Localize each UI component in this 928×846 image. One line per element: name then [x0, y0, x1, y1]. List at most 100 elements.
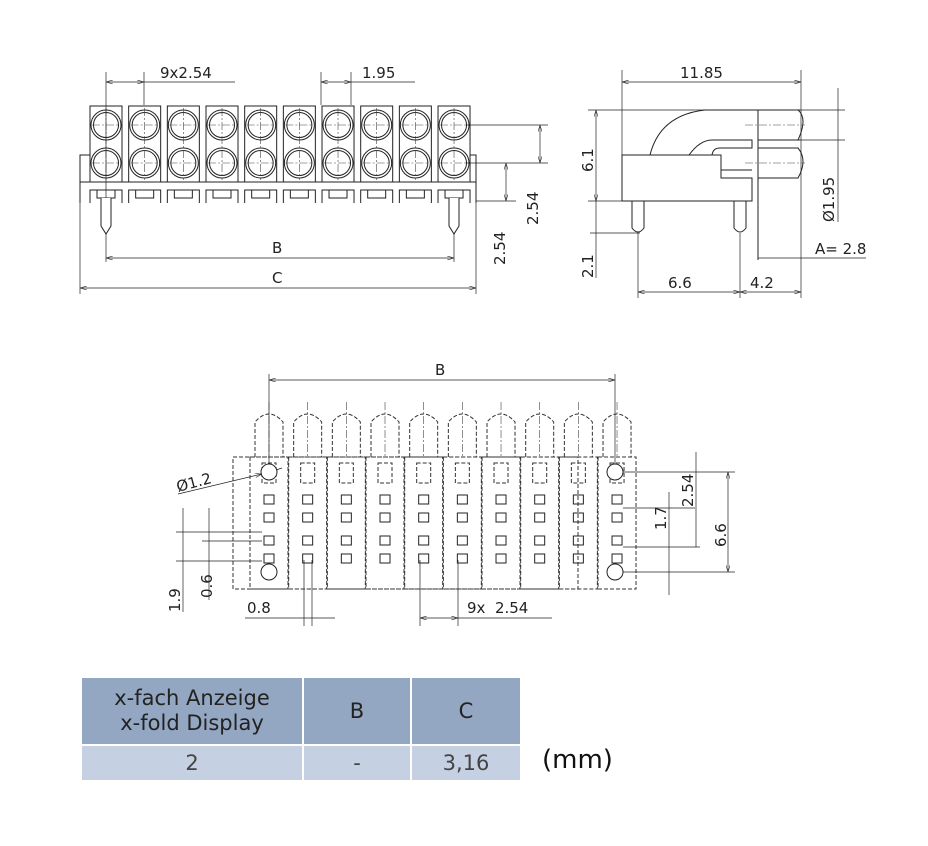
pad-label: 1.7 [652, 506, 670, 530]
base-notch [360, 189, 394, 203]
side-view: 11.85 6.1 2.1 Ø1.95 A= 2.8 6.6 4.2 [579, 64, 866, 298]
pad [534, 512, 546, 523]
pad [572, 535, 584, 546]
base-notch [321, 189, 355, 203]
bottom-column [404, 402, 444, 590]
outline [232, 456, 579, 590]
header-b: B [303, 678, 412, 746]
led-column [360, 105, 394, 203]
side-body [621, 154, 753, 202]
b-label: B [272, 239, 282, 257]
segment-outline [442, 456, 482, 590]
header-display: x-fach Anzeige x-fold Display [82, 678, 304, 746]
pin-seat [444, 189, 464, 199]
mounting-hole [606, 463, 624, 481]
pad [379, 535, 391, 546]
mounting-hole [260, 563, 278, 581]
dimension-table: x-fach Anzeige x-fold Display B C 2 - 3,… [82, 678, 522, 780]
cavity [532, 462, 548, 484]
pad [495, 494, 507, 505]
bottom-column [442, 402, 482, 590]
pad [263, 535, 275, 546]
row-pitch-label: 2.54 [679, 474, 697, 507]
pin-length-label: 2.1 [579, 254, 597, 278]
pitch-label: 9x2.54 [160, 64, 212, 82]
hole-leader [275, 467, 283, 471]
pitch-label: 9x 2.54 [467, 599, 528, 617]
pad [379, 494, 391, 505]
pad [611, 512, 623, 523]
bottom-column [597, 402, 637, 590]
cavity [454, 462, 470, 484]
dim-08-label: 0.8 [247, 599, 271, 617]
base-notch [128, 189, 162, 203]
bottom-column [326, 402, 366, 590]
pin-seat [289, 189, 309, 199]
bottom-column [520, 402, 560, 590]
pad [302, 553, 314, 564]
a-label: A= 2.8 [815, 240, 866, 258]
pad [611, 553, 623, 564]
segment-outline [326, 456, 366, 590]
pad [263, 512, 275, 523]
segment-outline [365, 456, 405, 590]
cavity [416, 462, 432, 484]
lens-width-label: 1.95 [362, 64, 395, 82]
pad [572, 494, 584, 505]
pad [495, 512, 507, 523]
hole-label: Ø1.2 [174, 469, 213, 496]
diameter-label: Ø1.95 [820, 177, 838, 222]
pad [456, 553, 468, 564]
pin-seat [367, 189, 387, 199]
cavity [300, 462, 316, 484]
height-label: 6.6 [712, 523, 730, 547]
pin-seat [212, 189, 232, 199]
pad [456, 512, 468, 523]
pad [534, 553, 546, 564]
side-pin [631, 201, 747, 233]
pad [263, 494, 275, 505]
pin-seat [135, 189, 155, 199]
pad [379, 512, 391, 523]
led-column [437, 105, 471, 203]
pad [340, 553, 352, 564]
segment-outline [520, 456, 560, 590]
base-notch [244, 189, 278, 203]
pad [418, 553, 430, 564]
pad [495, 535, 507, 546]
length-label: 11.85 [680, 64, 723, 82]
dim-19-label: 1.9 [166, 588, 184, 612]
pad [340, 512, 352, 523]
row-pitch-label: 2.54 [524, 192, 542, 225]
header-c: C [411, 678, 522, 746]
cavity [493, 462, 509, 484]
cell-count: 2 [82, 745, 304, 780]
pad [456, 494, 468, 505]
mounting-hole [260, 463, 278, 481]
cell-c: 3,16 [411, 745, 522, 780]
pin-seat [328, 189, 348, 199]
base-notch [282, 189, 316, 203]
base-notch [205, 189, 239, 203]
pad [302, 494, 314, 505]
segment-outline [288, 456, 328, 590]
pin-seat [173, 189, 193, 199]
unit-label: (mm) [542, 745, 613, 775]
segment-outline [558, 456, 598, 590]
pin-seat [405, 189, 425, 199]
base-notch [398, 189, 432, 203]
pad [263, 553, 275, 564]
pad [534, 494, 546, 505]
segment-outline [481, 456, 521, 590]
led-column [128, 105, 162, 203]
c-label: C [272, 269, 282, 287]
pad [456, 535, 468, 546]
cavity [338, 462, 354, 484]
pin-spacing-label: 6.6 [668, 274, 692, 292]
front-pin [448, 198, 460, 235]
pad [302, 512, 314, 523]
led-column [244, 105, 278, 203]
pad [379, 553, 391, 564]
pad [611, 494, 623, 505]
offset-label: 4.2 [750, 274, 774, 292]
